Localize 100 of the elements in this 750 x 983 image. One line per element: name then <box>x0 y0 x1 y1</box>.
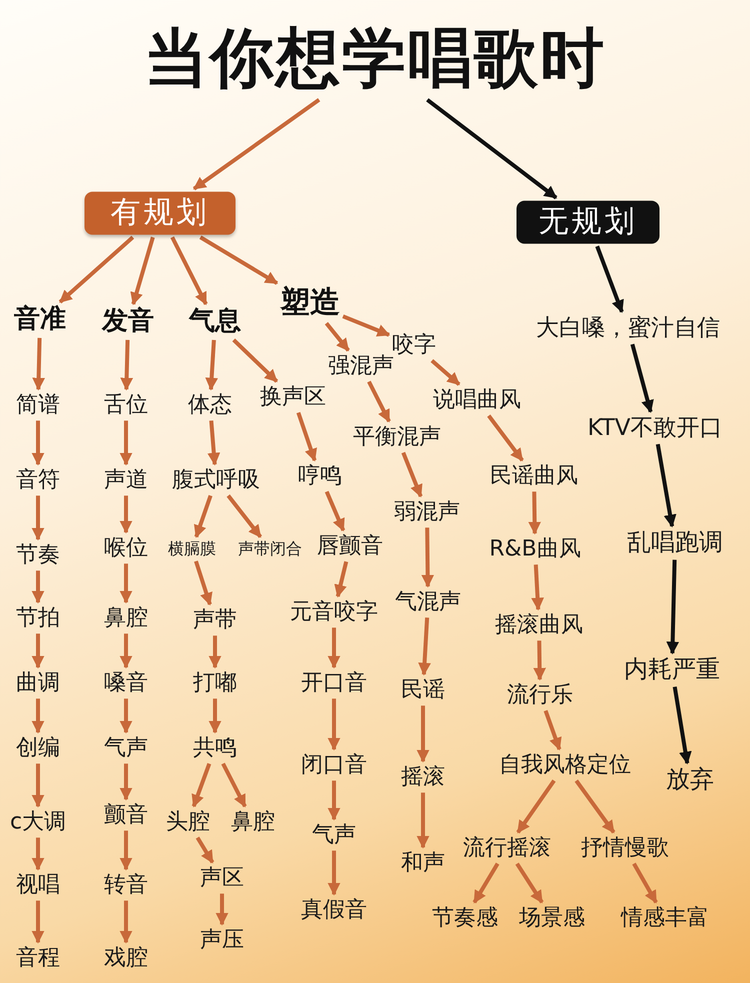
topic-label: 体态 <box>188 392 232 418</box>
topic-label: 节拍 <box>16 605 60 631</box>
topic-label: 摇滚 <box>401 764 445 790</box>
topic-label: 流行摇滚 <box>463 835 551 861</box>
arrow <box>574 779 616 834</box>
category-label: 气息 <box>189 307 241 337</box>
arrow <box>401 452 423 498</box>
arrow <box>426 98 558 200</box>
arrow <box>544 710 562 751</box>
topic-label: 视唱 <box>16 872 60 898</box>
category-label: 音准 <box>14 305 66 335</box>
topic-label: 开口音 <box>301 670 367 696</box>
topic-label: 腹式呼吸 <box>172 467 260 493</box>
arrow <box>324 490 346 532</box>
topic-label: 平衡混声 <box>353 424 441 450</box>
topic-label: 换声区 <box>260 384 326 410</box>
topic-label: 鼻腔 <box>231 809 275 835</box>
topic-label: 乱唱跑调 <box>627 529 723 557</box>
arrow <box>120 764 132 801</box>
arrow <box>120 900 132 944</box>
topic-label: 和声 <box>401 850 445 876</box>
topic-label: 声压 <box>200 927 244 953</box>
arrow <box>120 634 132 669</box>
arrow <box>666 560 680 654</box>
topic-label: 声道 <box>104 467 148 493</box>
topic-label: 气混声 <box>395 589 461 615</box>
arrow <box>472 862 500 904</box>
arrow <box>221 762 247 808</box>
topic-label: 声带 <box>193 607 237 633</box>
arrow <box>328 850 340 896</box>
arrow <box>32 698 44 734</box>
topic-label: 气声 <box>104 735 148 761</box>
arrow <box>416 792 430 849</box>
arrow <box>328 698 340 751</box>
topic-label: 嗓音 <box>104 670 148 696</box>
arrow <box>120 496 132 534</box>
arrow <box>32 764 44 808</box>
topic-label: 大白嗓，蜜汁自信 <box>536 314 720 342</box>
arrow <box>516 780 556 834</box>
arrow <box>630 344 654 414</box>
arrow <box>328 780 340 821</box>
topic-label: 音符 <box>16 467 60 493</box>
arrow <box>531 564 544 611</box>
arrow <box>296 412 317 462</box>
arrow <box>533 640 546 681</box>
topic-label: R&B曲风 <box>489 536 581 562</box>
topic-label: 鼻腔 <box>104 605 148 631</box>
arrow <box>32 420 44 466</box>
arrow <box>120 420 132 466</box>
topic-label: 自我风格定位 <box>499 752 631 778</box>
category-label: 塑造 <box>280 286 340 320</box>
arrow <box>192 98 320 190</box>
arrow <box>194 495 212 538</box>
topic-label: 简谱 <box>16 392 60 418</box>
topic-label: 创编 <box>16 735 60 761</box>
topic-label: c大调 <box>10 809 66 835</box>
topic-label: 曲调 <box>16 670 60 696</box>
topic-label: 真假音 <box>301 897 367 923</box>
topic-label: 横膈膜 <box>168 540 216 558</box>
arrow <box>32 900 44 944</box>
arrow <box>196 836 214 864</box>
arrow <box>120 698 132 734</box>
topic-label: 唇颤音 <box>317 533 383 559</box>
topic-label: 弱混声 <box>394 499 460 525</box>
topic-label: 情感丰富 <box>621 905 709 931</box>
category-label: 发音 <box>102 307 154 337</box>
arrow <box>32 338 46 391</box>
topic-label: 戏腔 <box>104 945 148 971</box>
arrow <box>170 236 208 306</box>
topic-label: 喉位 <box>104 535 148 561</box>
arrow <box>416 706 430 763</box>
arrow <box>205 340 218 391</box>
arrow <box>487 414 524 462</box>
arrow <box>32 570 44 604</box>
arrow <box>672 686 692 764</box>
label-box: 有规划 <box>84 192 236 234</box>
topic-label: 场景感 <box>519 905 585 931</box>
topic-label: 共鸣 <box>193 735 237 761</box>
topic-label: 转音 <box>104 872 148 898</box>
topic-label: 打嘟 <box>193 670 237 696</box>
topic-label: 节奏 <box>16 542 60 568</box>
topic-label: 民谣 <box>401 677 445 703</box>
topic-label: 声带闭合 <box>238 540 302 558</box>
topic-label: 舌位 <box>104 392 148 418</box>
topic-label: 强混声 <box>328 353 394 379</box>
arrow <box>656 444 676 528</box>
topic-label: 抒情慢歌 <box>581 835 669 861</box>
arrow <box>334 561 348 598</box>
topic-label: 放弃 <box>666 766 714 794</box>
arrow <box>120 830 132 871</box>
arrow <box>232 338 278 383</box>
topic-label: 说唱曲风 <box>433 387 521 413</box>
arrow <box>192 762 212 808</box>
topic-label: 流行乐 <box>507 682 573 708</box>
arrow <box>595 246 624 313</box>
arrow <box>421 528 434 588</box>
arrow <box>130 236 155 306</box>
arrow <box>418 618 431 676</box>
arrow <box>32 838 44 871</box>
arrow <box>324 322 350 352</box>
